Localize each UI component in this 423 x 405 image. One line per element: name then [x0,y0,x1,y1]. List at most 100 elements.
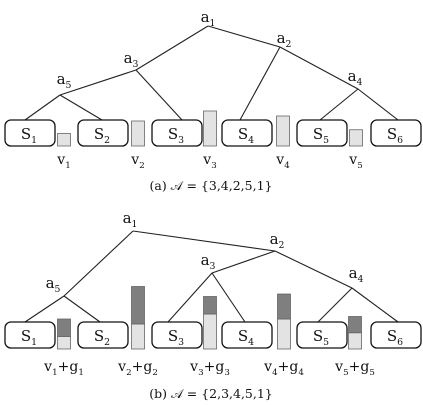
node-label-a3: a3 [124,49,139,70]
leaf-box [296,321,348,349]
value-label: v4+g4 [263,359,304,378]
leaf-label-subscript: 2 [104,135,110,146]
node-label-a5: a5 [57,70,72,91]
value-label-subscript: 4 [298,368,304,378]
leaf-label-base: S [168,327,178,345]
leaf-label-base: S [21,327,31,345]
tree-edge [274,250,353,289]
leaf-label-base: S [387,327,397,345]
node-label-a2-base: a [277,29,286,47]
bar-g-segment [131,286,145,325]
leaf-label-base: S [313,327,323,345]
node-label-a2-subscript: 2 [286,39,292,50]
value-label: v3+g3 [189,359,230,378]
tree-edge [24,94,61,121]
leaf-S1: S1 [4,321,56,349]
bar-v-segment [131,120,145,147]
panel-caption: (b) 𝒜 = {2,3,4,5,1} [149,386,273,401]
leaf-label-subscript: 3 [178,135,184,146]
leaf-S1: S1 [4,119,56,147]
node-label-a1: a1 [201,8,216,29]
node-label-a3-base: a [201,251,210,269]
tree-edge [357,88,399,121]
node-label-a3: a3 [201,251,216,272]
value-label-term: v [334,359,343,375]
node-label-a1-base: a [201,8,210,26]
tree-edge [59,94,103,121]
value-label-subscript: 5 [343,368,349,378]
node-label-a3-subscript: 3 [210,261,216,272]
leaf-S5: S5 [296,119,348,147]
value-label-subscript: 1 [78,368,84,378]
value-label-term: +g [132,359,153,375]
leaf-label: S6 [387,327,403,348]
leaf-box [221,321,273,349]
tree-edge [63,295,101,323]
node-label-a5-base: a [57,70,66,88]
value-label: v5 [348,152,362,171]
tree-edge [135,25,209,71]
leaf-label: S6 [387,125,403,146]
leaf-label: S1 [21,125,37,146]
leaf-box [370,119,422,147]
leaf-label-base: S [94,327,104,345]
node-label-a2-base: a [270,230,279,248]
leaf-S2: S2 [77,321,129,349]
node-label-a4-subscript: 4 [357,77,363,88]
value-label-subscript: 3 [198,368,204,378]
value-label-term: v [189,359,198,375]
leaf-label-subscript: 5 [323,337,329,348]
node-label-a4: a4 [349,264,364,285]
value-label: v1+g1 [43,359,84,378]
value-label-term: +g [58,359,79,375]
tree-edge [279,46,359,90]
leaf-label-base: S [313,125,323,143]
tree-edge [135,69,183,121]
bar-v-segment [276,115,290,147]
value-label-subscript: 5 [357,161,363,171]
value-label-subscript: 1 [52,368,58,378]
value-label-term: +g [349,359,370,375]
leaf-label-base: S [238,327,248,345]
value-label-subscript: 3 [211,161,217,171]
value-label-term: +g [278,359,299,375]
bar-g-segment [57,318,71,337]
bar-g-segment [277,293,291,320]
node-label-a1: a1 [123,209,138,230]
bar-g-segment [203,296,217,315]
tree-edge [167,272,213,323]
value-label: v5+g5 [334,359,375,378]
leaf-label: S5 [313,125,329,146]
leaf-label-subscript: 3 [178,337,184,348]
value-label: v3 [202,152,216,171]
leaf-label: S5 [313,327,329,348]
leaf-label: S2 [94,327,110,348]
leaf-box [221,119,273,147]
tree-edge [24,295,65,323]
bar-g-segment [348,316,362,334]
node-label-a3-base: a [124,49,133,67]
tree-edge [211,250,276,274]
leaf-S2: S2 [77,119,129,147]
tree-edge [319,88,359,121]
leaf-S3: S3 [151,119,203,147]
leaf-label-subscript: 4 [248,337,254,348]
leaf-label: S3 [168,327,184,348]
value-label-term: +g [204,359,225,375]
bar-v-segment [349,129,363,147]
leaf-label-subscript: 6 [397,337,403,348]
tree-edge [211,272,246,323]
leaf-label-base: S [94,125,104,143]
node-label-a1-subscript: 1 [210,18,216,29]
leaf-label: S2 [94,125,110,146]
leaf-label-subscript: 1 [31,337,37,348]
bar-v-segment [57,133,71,147]
leaf-box [77,119,129,147]
value-label-subscript: 5 [369,368,375,378]
node-label-a4-subscript: 4 [358,274,364,285]
leaf-label: S1 [21,327,37,348]
leaf-box [4,321,56,349]
node-label-a5-subscript: 5 [66,80,72,91]
